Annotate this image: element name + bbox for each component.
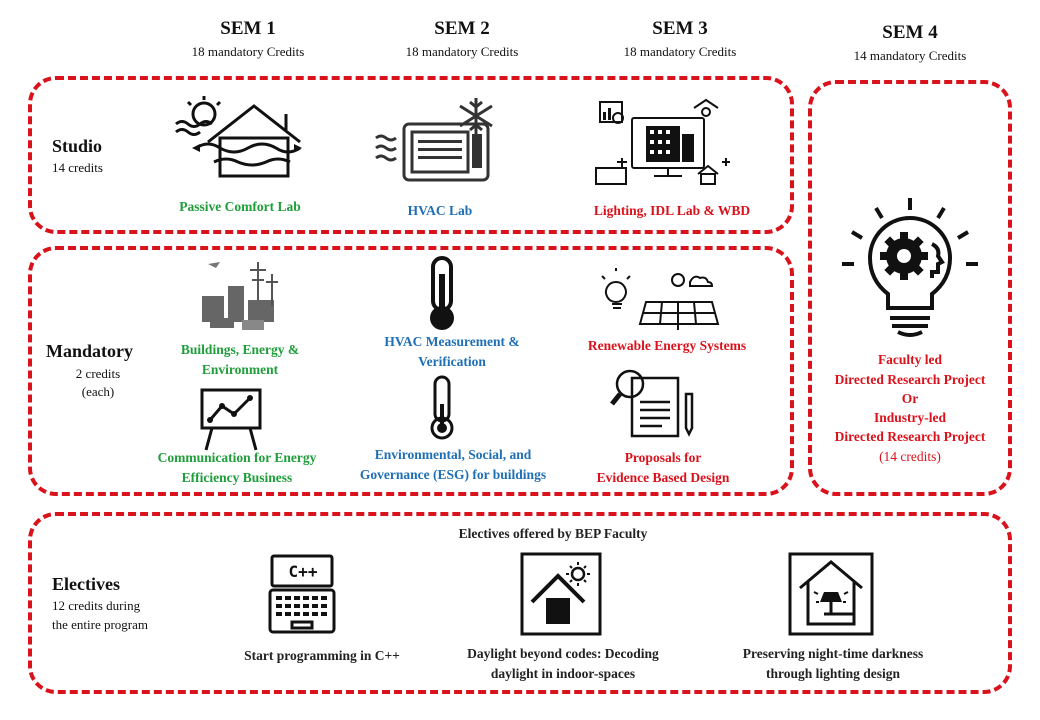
elective-daylight-line1: Daylight beyond codes: Decoding [467,646,659,661]
hvac-mv-line2: Verification [418,354,486,369]
elective-cpp-label: Start programming in C++ [244,648,400,663]
passive-comfort-lab-label: Passive Comfort Lab [179,199,301,214]
electives-credits: 12 credits during [52,598,141,613]
sem4-title: SEM 4 [882,22,938,43]
sem1-title: SEM 1 [220,18,276,39]
esg-line2: Governance (ESG) for buildings [359,467,547,482]
smart-building-monitor-icon [595,98,730,185]
hvac-lab-label: HVAC Lab [407,203,473,218]
sem4-line2: Directed Research Project [834,372,986,387]
studio-credits: 14 credits [52,160,103,175]
cpp-laptop-icon [268,554,336,634]
mandatory-credits: 2 credits [75,366,121,381]
renewable-energy-icon [601,268,720,330]
electives-heading: Electives offered by BEP Faculty [458,526,648,541]
sem4-line3: Or [901,391,919,406]
hvac-mv-line1: HVAC Measurement & [384,334,520,349]
elective-daylight-line2: daylight in indoor-spaces [490,666,636,681]
electives-box [28,512,1012,694]
buildings-energy-line1: Buildings, Energy & [180,342,300,357]
presentation-chart-icon [200,388,262,451]
sem4-credits: 14 mandatory Credits [853,48,967,63]
communication-line2: Efficiency Business [181,470,293,485]
mandatory-box [28,246,794,496]
sem2-credits: 18 mandatory Credits [405,44,519,59]
electives-credits-note: the entire program [52,617,149,632]
sem3-title: SEM 3 [652,18,708,39]
cpp-screen-text: C++ [288,562,318,581]
sem1-credits: 18 mandatory Credits [191,44,305,59]
sem2-title: SEM 2 [434,18,490,39]
sem4-line4: Industry-led [873,410,946,425]
document-magnifier-icon [610,369,694,438]
sem4-credits-note: (14 credits) [879,449,941,464]
hvac-unit-icon [375,98,493,182]
mandatory-label: Mandatory [46,341,133,361]
esg-thermometer-icon [430,375,454,440]
lightbulb-gear-icon [842,198,978,337]
mandatory-credits-note: (each) [81,384,115,399]
proposals-line2: Evidence Based Design [596,470,730,485]
renewable-energy-label: Renewable Energy Systems [587,338,747,353]
sem3-credits: 18 mandatory Credits [623,44,737,59]
esg-line1: Environmental, Social, and [374,447,532,462]
buildings-energy-line2: Environment [201,362,279,377]
city-energy-icon [202,262,278,330]
thermometer-icon [430,256,454,330]
studio-box [28,76,794,234]
proposals-line1: Proposals for [624,450,702,465]
electives-label: Electives [52,574,120,594]
studio-label: Studio [52,136,103,156]
elective-darkness-line1: Preserving night-time darkness [742,646,924,661]
sem4-line1: Faculty led [877,352,943,367]
passive-house-icon [175,96,302,178]
sem4-line5: Directed Research Project [834,429,986,444]
communication-line1: Communication for Energy [157,450,317,465]
daylight-house-icon [520,552,602,636]
elective-darkness-line2: through lighting design [765,666,901,681]
night-lamp-house-icon [788,552,874,636]
sem4-box [808,80,1012,496]
lighting-idl-wbd-label: Lighting, IDL Lab & WBD [593,203,751,218]
